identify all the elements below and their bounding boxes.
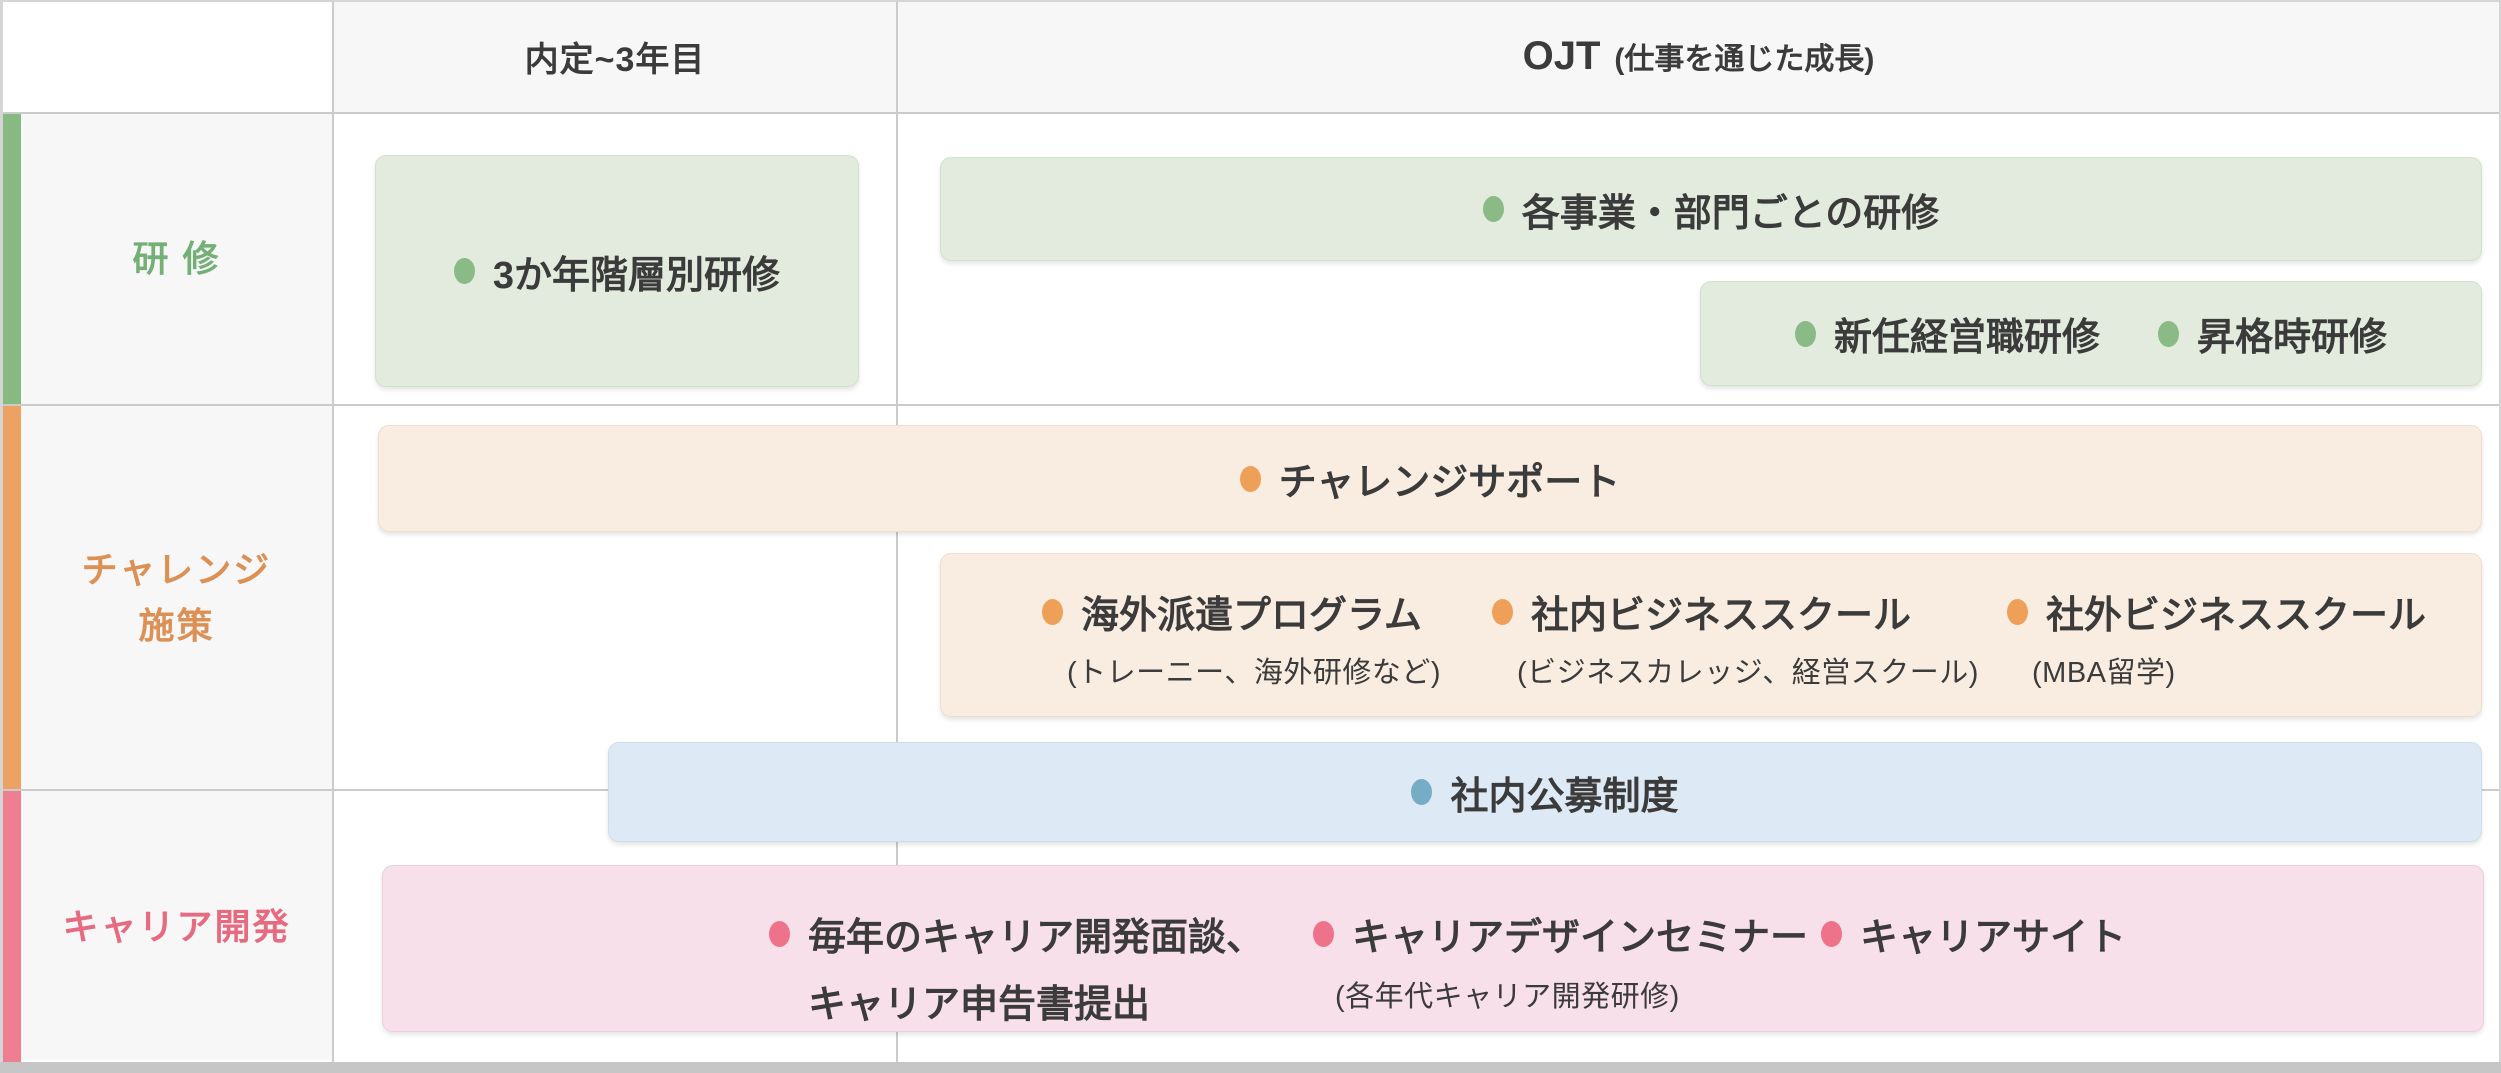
promotion-training-item-label: 新任経営職研修 (1833, 317, 2100, 359)
box-three-year-training-label: 3か年階層別研修 (492, 254, 781, 297)
bullet-icon (1492, 598, 1513, 625)
box-division-training-label: 各事業・部門ごとの研修 (1521, 192, 1940, 235)
career-row-bar (3, 791, 21, 1062)
bullet-icon (1821, 920, 1842, 947)
frame-top-edge (0, 0, 2501, 2)
bullet-icon (2158, 320, 2179, 347)
label-column-background (21, 114, 332, 1060)
challenge-program-note: (トレーニー、海外研修など) (1067, 657, 1442, 689)
challenge-program-title-row: 社外ビジネススクール (2007, 584, 2426, 639)
row-divider-header (0, 112, 2501, 114)
box-promotion-trainings: 新任経営職研修 昇格時研修 (1700, 281, 2482, 386)
frame-right-edge (2499, 0, 2501, 1062)
challenge-program-item: 海外派遣プログラム (トレーニー、海外研修など) (1042, 584, 1441, 691)
promotion-training-item-label: 昇格時研修 (2197, 317, 2388, 359)
box-career-development: 毎年のキャリア開発面談、 キャリア申告書提出 キャリアデザインセミナー (各年代… (382, 865, 2484, 1032)
challenge-program-note: (ビジネスカレッジ、経営スクール) (1517, 657, 1979, 689)
challenge-program-title: 海外派遣プログラム (1081, 595, 1422, 637)
box-challenge-support-label: チャレンジサポート (1278, 462, 1621, 504)
challenge-row-bar (3, 406, 21, 789)
career-dev-item: キャリアデザインセミナー (各年代キャリア開発研修) (1313, 906, 1808, 1015)
career-dev-title: キャリアサイト (1860, 917, 2127, 959)
box-challenge-programs: 海外派遣プログラム (トレーニー、海外研修など) 社内ビジネススクール (ビジネ… (940, 553, 2482, 717)
box-internal-job-posting-label: 社内公募制度 (1450, 775, 1679, 818)
career-dev-title-row: キャリアデザインセミナー (1313, 906, 1808, 961)
bullet-icon (1313, 920, 1334, 947)
row-divider-training-challenge (0, 404, 2501, 406)
career-dev-item: キャリアサイト (1821, 906, 2126, 961)
header-stage-ojt: OJT (仕事を通じた成長) (898, 0, 2499, 112)
training-row-bar (3, 114, 21, 404)
career-dev-title-line2: キャリア申告書提出 (808, 984, 1151, 1026)
challenge-program-note: (MBA留学) (2032, 657, 2176, 689)
row-label-challenge: チャレンジ 施策 (21, 406, 332, 789)
career-dev-note: (各年代キャリア開発研修) (1335, 981, 1680, 1013)
header-stage-early: 内定~3年目 (524, 40, 706, 79)
bullet-icon (1239, 465, 1261, 492)
bullet-icon (1794, 320, 1816, 347)
career-dev-title-line1: 毎年のキャリア開発面談、 (808, 917, 1265, 959)
challenge-program-item: 社内ビジネススクール (ビジネスカレッジ、経営スクール) (1492, 584, 1979, 691)
challenge-program-item: 社外ビジネススクール (MBA留学) (2007, 584, 2426, 691)
box-challenge-support: チャレンジサポート (378, 425, 2482, 532)
bullet-icon (453, 258, 475, 284)
row-label-challenge-line2: 施策 (138, 604, 215, 646)
header-ojt-note: (仕事を通じた成長) (1614, 43, 1875, 76)
challenge-program-title: 社外ビジネススクール (2046, 595, 2427, 637)
bullet-icon (769, 920, 790, 947)
career-dev-title-row: キャリアサイト (1821, 906, 2126, 961)
career-dev-item: 毎年のキャリア開発面談、 キャリア申告書提出 (769, 906, 1264, 1028)
challenge-program-title: 社内ビジネススクール (1531, 595, 1912, 637)
challenge-program-title-row: 社内ビジネススクール (1492, 584, 1979, 639)
header-row-background (334, 2, 2499, 112)
career-dev-title-row: 毎年のキャリア開発面談、 (769, 906, 1264, 961)
box-division-training: 各事業・部門ごとの研修 (940, 157, 2482, 261)
promotion-training-item: 新任経営職研修 (1794, 306, 2100, 361)
bullet-icon (2007, 598, 2028, 625)
row-label-career: キャリア開発 (62, 905, 291, 947)
challenge-program-title-row: 海外派遣プログラム (1042, 584, 1441, 639)
row-label-challenge-line1: チャレンジ (81, 548, 272, 590)
bullet-icon (1042, 598, 1063, 625)
bullet-icon (1411, 779, 1433, 805)
bullet-icon (1482, 196, 1504, 222)
header-ojt-label: OJT (1522, 33, 1601, 78)
frame-bottom-strip (0, 1062, 2501, 1073)
row-label-training: 研 修 (132, 238, 221, 280)
column-divider-1 (332, 0, 334, 1062)
box-three-year-training: 3か年階層別研修 (375, 155, 859, 387)
box-internal-job-posting: 社内公募制度 (608, 742, 2482, 842)
frame-left-edge (0, 0, 3, 1062)
career-dev-title: キャリアデザインセミナー (1352, 917, 1809, 959)
promotion-training-item: 昇格時研修 (2158, 306, 2387, 361)
